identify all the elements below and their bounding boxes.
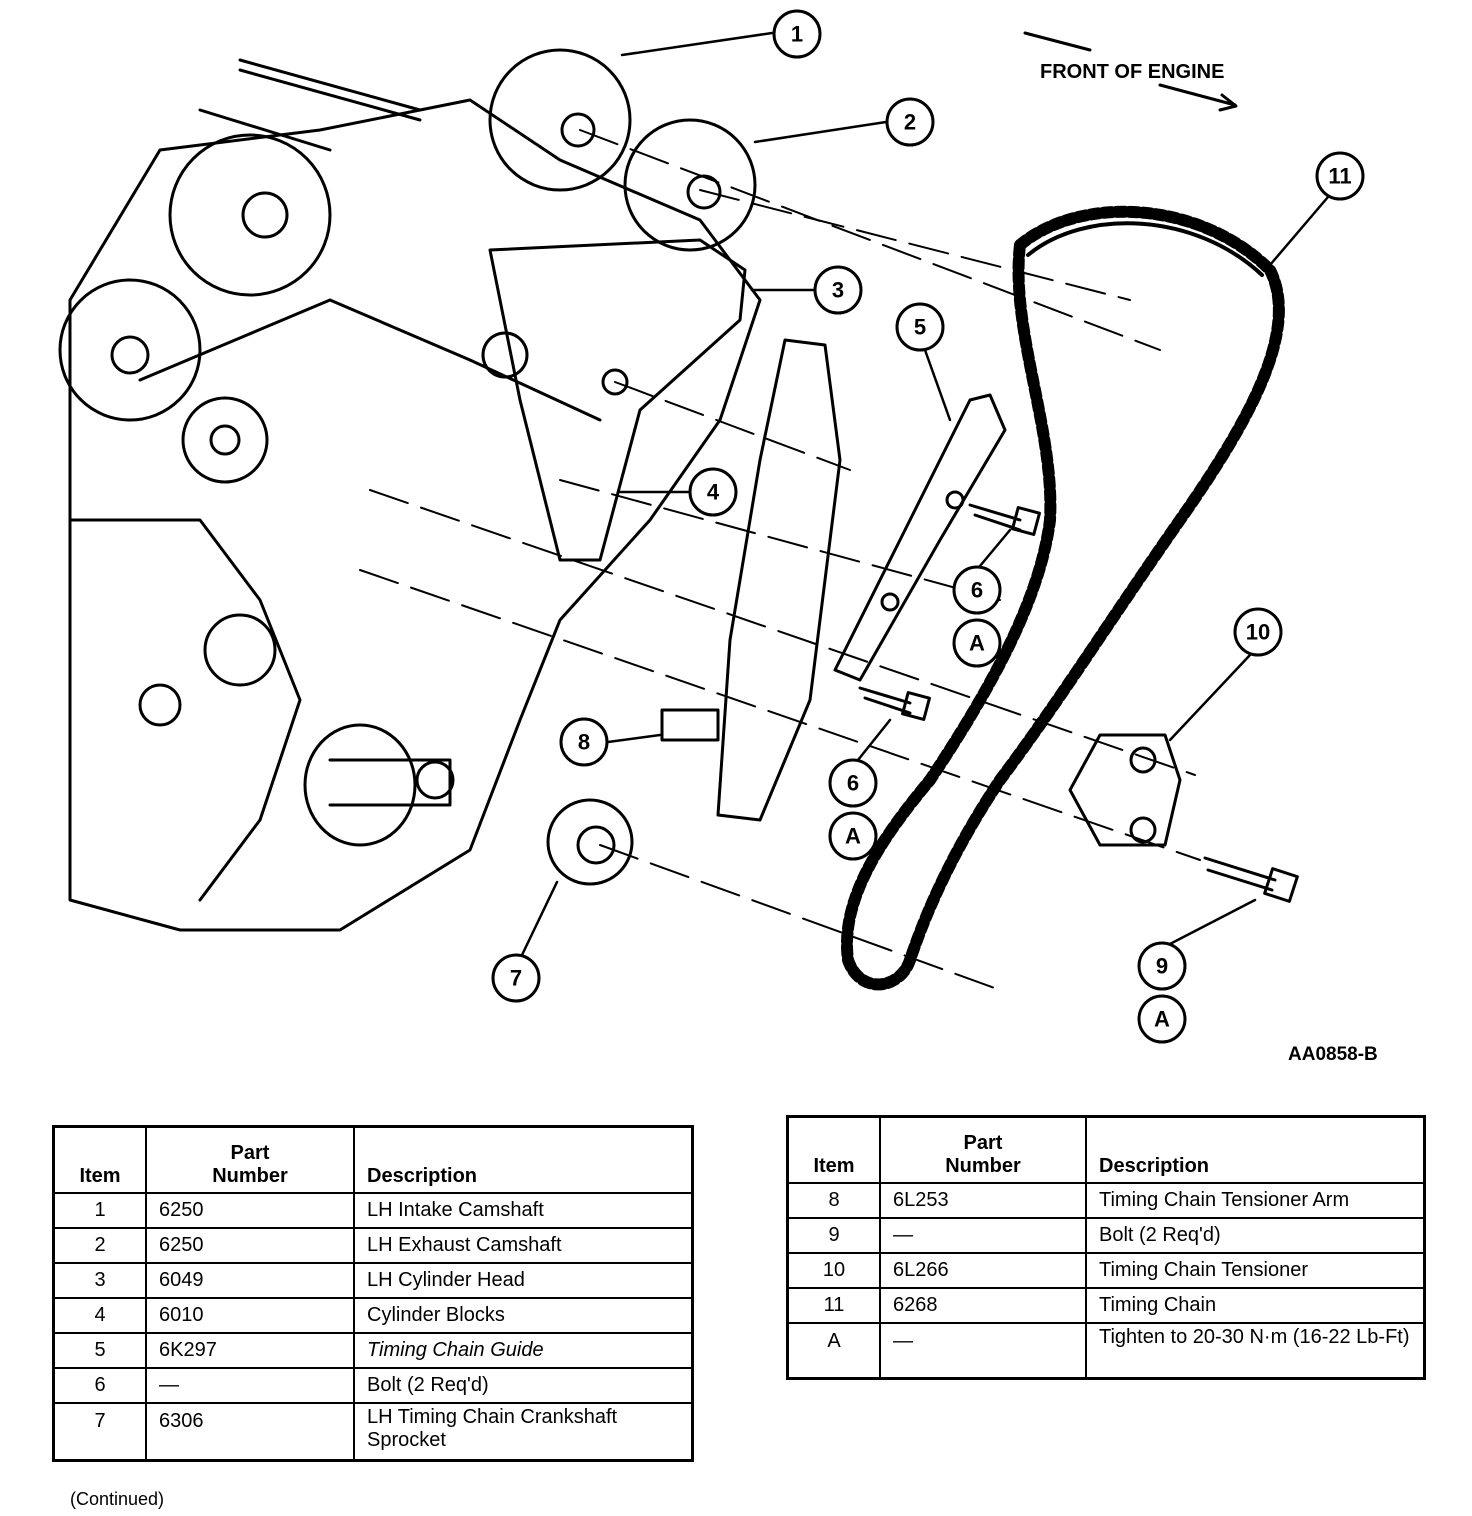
table-row: A—Tighten to 20-30 N·m (16-22 Lb-Ft) <box>786 1321 1426 1380</box>
callout-11: 11 <box>1328 164 1351 189</box>
callout-a-middle: A <box>845 824 861 849</box>
callout-11-circle <box>1315 151 1365 201</box>
front-of-engine-label: FRONT OF ENGINE <box>1040 61 1224 83</box>
callout-5-circle <box>895 302 945 352</box>
tensioner-arm <box>716 338 842 822</box>
crank-sprocket <box>546 798 634 886</box>
front-arrow-tail <box>1023 31 1092 52</box>
idler-pulley <box>181 396 269 484</box>
callout-a-lower: A <box>1154 1007 1170 1032</box>
callout-6-upper: 6 <box>971 578 983 603</box>
front-arrow-head <box>1158 83 1237 107</box>
header-item: Item <box>786 1115 881 1184</box>
callout-6a-circle <box>952 618 1002 668</box>
callout-9-circle <box>1137 941 1187 991</box>
crankshaft-snout <box>303 723 417 847</box>
figure-id: AA0858-B <box>1288 1044 1378 1065</box>
lh-exhaust-cam-sprocket <box>623 118 757 252</box>
callout-10-circle <box>1233 607 1283 657</box>
bolt-9 <box>1203 856 1277 892</box>
callout-5: 5 <box>914 315 926 340</box>
header-item: Item <box>52 1125 147 1194</box>
header-description: Description <box>1085 1115 1426 1184</box>
timing-chain-exploded-diagram: 1 2 3 4 5 6 A 8 6 A 7 9 A 10 11 FRONT OF… <box>58 9 1365 1044</box>
callout-7-circle <box>491 953 541 1003</box>
callout-10: 10 <box>1246 620 1270 645</box>
callout-1: 1 <box>791 22 803 47</box>
callout-1-circle <box>772 9 822 59</box>
callout-6ba-circle <box>828 811 878 861</box>
callout-9: 9 <box>1156 954 1168 979</box>
tensioner-arm-pad <box>660 708 720 742</box>
engine-block <box>68 98 762 932</box>
header-part-number: Part Number <box>145 1125 355 1194</box>
header-part-number: Part Number <box>879 1115 1087 1184</box>
callout-6-circle <box>952 565 1002 615</box>
callout-8: 8 <box>578 730 590 755</box>
lh-cylinder-head <box>488 238 747 562</box>
callout-8-circle <box>559 717 609 767</box>
callout-a-upper: A <box>969 631 985 656</box>
callout-6-lower: 6 <box>847 771 859 796</box>
callout-2-circle <box>885 97 935 147</box>
rh-cam-sprocket-1 <box>168 133 332 297</box>
callout-9a-circle <box>1137 994 1187 1044</box>
lh-intake-cam-sprocket <box>488 48 632 192</box>
timing-chain <box>841 205 1285 991</box>
table-row: 6—Bolt (2 Req'd) <box>52 1366 694 1404</box>
table-row: 9—Bolt (2 Req'd) <box>786 1216 1426 1254</box>
callout-4-circle <box>688 467 738 517</box>
header-description: Description <box>353 1125 694 1194</box>
callout-4: 4 <box>707 480 720 505</box>
callout-7: 7 <box>510 966 522 991</box>
rh-cam-sprocket-2 <box>58 278 202 422</box>
timing-chain-tensioner <box>1068 733 1182 847</box>
callout-3: 3 <box>832 278 844 303</box>
callout-2: 2 <box>904 110 916 135</box>
callout-6b-circle <box>828 758 878 808</box>
callout-3-circle <box>813 265 863 315</box>
continued-note: (Continued) <box>70 1489 165 1509</box>
timing-chain-guide <box>833 393 1007 682</box>
